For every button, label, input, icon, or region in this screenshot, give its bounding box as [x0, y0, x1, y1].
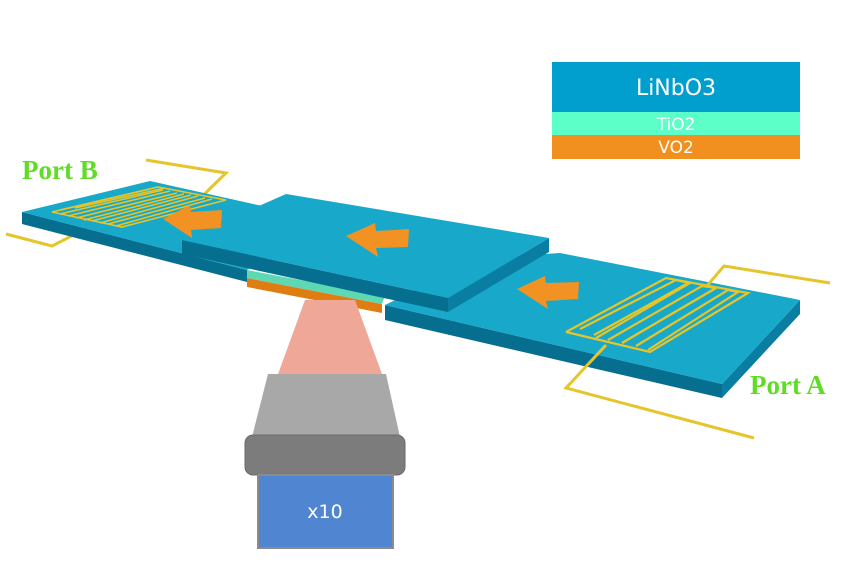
port-b-idt — [51, 186, 227, 228]
legend-swatch-tio2 — [552, 112, 800, 135]
objective-body — [257, 474, 394, 549]
tio2-film — [247, 270, 385, 304]
substrate-center-side — [448, 238, 549, 312]
objective-collar — [244, 434, 406, 476]
substrate-right-side — [722, 300, 800, 398]
microscope-objective: x10 — [244, 374, 406, 549]
legend-label-vo2: VO2 — [658, 138, 694, 158]
layer-legend: LiNbO3 TiO2 VO2 — [552, 62, 800, 159]
port-a-leads — [563, 264, 831, 440]
port-a-label: Port A — [750, 370, 826, 400]
arrow-left-icon — [163, 205, 222, 238]
legend-label-linbo3: LiNbO3 — [636, 76, 716, 101]
substrate-right-front — [385, 305, 722, 398]
propagation-arrows — [163, 205, 579, 309]
substrate-center-front — [182, 240, 448, 312]
port-a-idt — [565, 276, 752, 354]
objective-magnification: x10 — [307, 501, 342, 523]
port-b-label: Port B — [22, 155, 98, 185]
legend-swatch-vo2 — [552, 135, 800, 159]
legend-label-tio2: TiO2 — [656, 115, 696, 135]
arrow-center-icon — [346, 223, 409, 257]
substrate-left-front — [22, 212, 247, 282]
legend-swatch-linbo3 — [552, 62, 800, 112]
arrow-right-icon — [517, 276, 579, 309]
laser-beam — [278, 300, 382, 374]
objective-cone — [252, 374, 400, 437]
